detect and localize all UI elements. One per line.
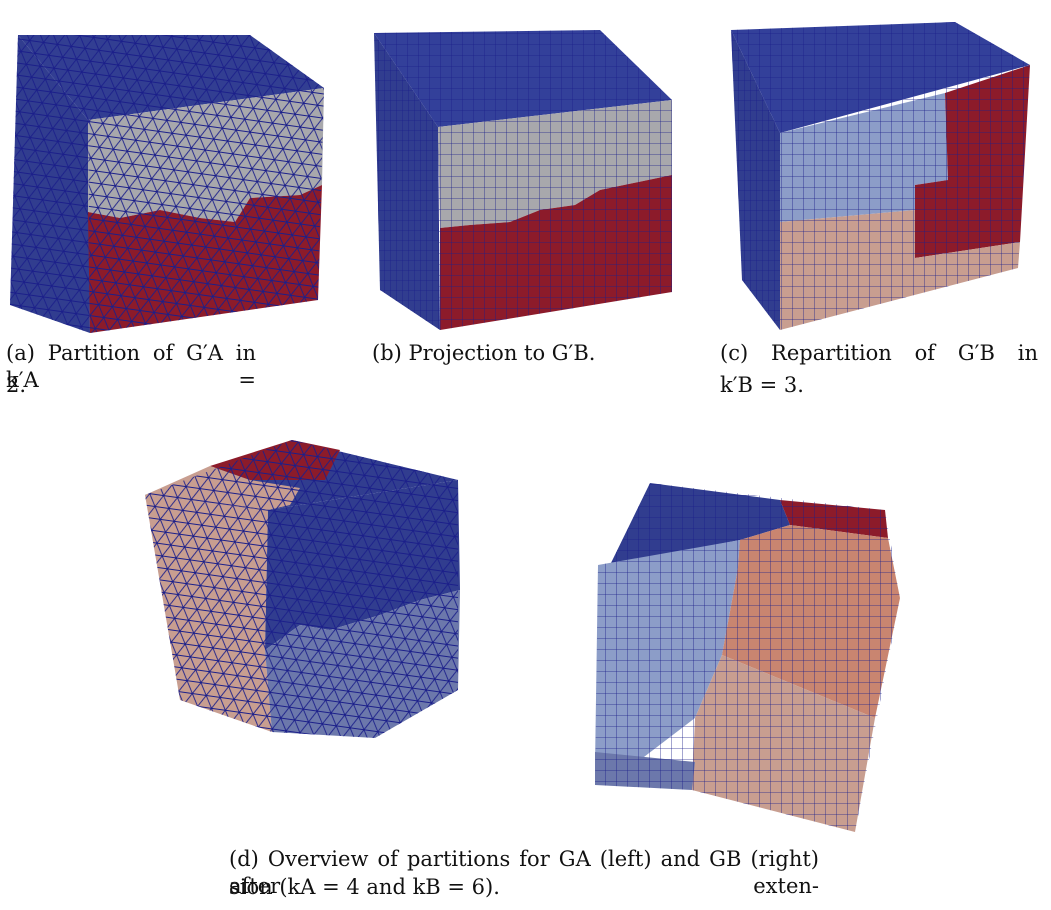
caption-d-cont: sion (kA = 4 and kB = 6). bbox=[229, 874, 500, 901]
caption-c-cont: k′B = 3. bbox=[720, 372, 804, 399]
caption-c: (c) Repartition of G′B in bbox=[720, 340, 1038, 367]
panel-c-cube bbox=[731, 22, 1030, 330]
caption-a-line1: (a) Partition of G′A in k′A = bbox=[6, 341, 256, 392]
caption-d: (d) Overview of partitions for GA (left)… bbox=[229, 846, 819, 900]
caption-b: (b) Projection to G′B. bbox=[372, 340, 595, 367]
caption-a-cont: 2. bbox=[6, 372, 26, 399]
caption-d-line2: sion (kA = 4 and kB = 6). bbox=[229, 875, 500, 899]
caption-c-line1: (c) Repartition of G′B in bbox=[720, 341, 1038, 365]
caption-d-line1: (d) Overview of partitions for GA (left)… bbox=[229, 847, 819, 898]
panel-d-left-cube bbox=[145, 440, 460, 738]
caption-c-line2: k′B = 3. bbox=[720, 373, 804, 397]
caption-b-line1: (b) Projection to G′B. bbox=[372, 341, 596, 365]
panel-a-cube bbox=[10, 35, 324, 333]
panel-b-cube bbox=[374, 30, 672, 330]
caption-a-line2: 2. bbox=[6, 373, 27, 397]
panel-d-right-cube bbox=[595, 483, 900, 832]
caption-a: (a) Partition of G′A in k′A = bbox=[6, 340, 256, 394]
